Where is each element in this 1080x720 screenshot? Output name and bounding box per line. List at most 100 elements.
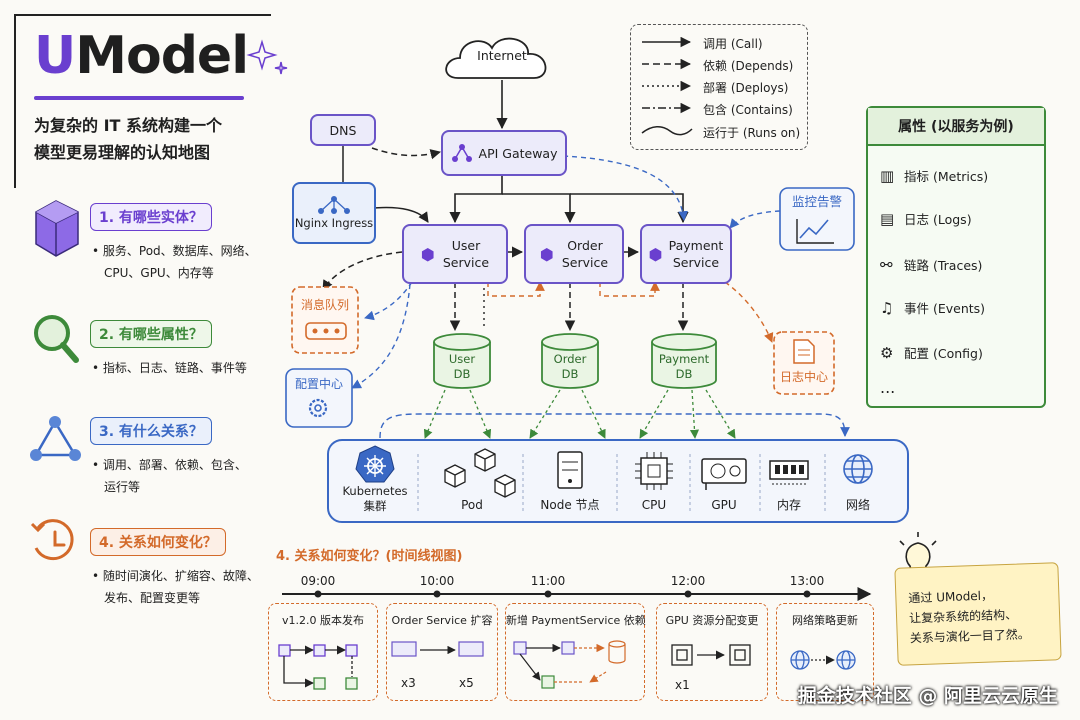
magnifier-icon	[34, 315, 79, 363]
question-4-desc-line2: 发布、配置变更等	[104, 591, 201, 605]
card3-dependency-sketch	[513, 640, 626, 689]
user-mq-blue-arrow	[364, 281, 413, 321]
time-1100: 11:00	[530, 574, 566, 588]
dns-gateway-arrow	[371, 147, 442, 160]
attr-logs: ▤日志 (Logs)	[880, 209, 972, 228]
question-2-desc-line1: • 指标、日志、链路、事件等	[92, 361, 247, 375]
tip-note: 通过 UModel， 让复杂系统的结构、 关系与演化一目了然。	[894, 562, 1062, 666]
question-1-desc-line1: • 服务、Pod、数据库、网络、	[92, 244, 257, 258]
infra-contains-arrow	[379, 413, 850, 439]
legend-runs-on: 运行于 (Runs on)	[703, 126, 801, 140]
log-center-label: 日志中心	[779, 370, 828, 384]
config-center-box	[285, 368, 353, 428]
attr-events-label: 事件 (Events)	[904, 301, 986, 316]
order-payment-depends-arrow	[599, 281, 660, 297]
server-node-icon	[557, 451, 583, 489]
legend-samples	[641, 36, 693, 136]
monitor-payment-arrow	[729, 210, 781, 229]
order-service-line1: Order	[567, 238, 603, 253]
cpu-chip-icon	[635, 452, 673, 490]
sparkle-icon	[246, 39, 288, 75]
timeline-card-dependency: 新增 PaymentService 依赖	[505, 603, 646, 701]
legend-deploys: 部署 (Deploys)	[703, 81, 789, 95]
subtitle: 为复杂的 IT 系统构建一个 模型更易理解的认知地图	[34, 112, 259, 166]
brand-underline	[34, 96, 244, 100]
tip-text: 通过 UModel， 让复杂系统的结构、 关系与演化一目了然。	[908, 583, 1056, 648]
order-service-line2: Service	[561, 255, 609, 270]
gpu-label: GPU	[711, 498, 737, 512]
network-label: 网络	[845, 498, 870, 512]
bar-chart-icon: ▥	[880, 166, 895, 185]
service-db-arrows	[449, 282, 689, 332]
scale-to: x5	[459, 676, 474, 690]
user-db-line1: User	[448, 352, 476, 366]
monitor-chart-icon	[796, 219, 834, 244]
document-icon: ▤	[880, 209, 895, 228]
globe-icon	[843, 454, 873, 484]
user-mq-arrow	[322, 251, 403, 291]
order-db-cylinder	[541, 333, 599, 389]
share-nodes-icon	[451, 144, 472, 162]
memory-stick-icon	[769, 460, 809, 485]
question-3-title: 3. 有什么关系？	[90, 417, 212, 445]
trace-icon: ⚯	[880, 255, 893, 274]
monitor-label: 监控告警	[791, 194, 842, 209]
tip-line3: 关系与演化一目了然。	[909, 627, 1030, 646]
user-service-line1: User	[451, 238, 481, 253]
legend-call: 调用 (Call)	[703, 37, 763, 51]
internet-cloud	[445, 37, 547, 79]
internet-label: Internet	[477, 48, 527, 63]
question-3-desc-line1: • 调用、部署、依赖、包含、	[92, 458, 247, 472]
question-1-desc-line2: CPU、GPU、内存等	[104, 266, 214, 280]
config-center-label: 配置中心	[294, 377, 343, 391]
scale-from: x3	[401, 676, 416, 690]
time-1200: 12:00	[670, 574, 706, 588]
watermark: 掘金技术社区 @ 阿里云云原生	[797, 685, 1058, 707]
attr-config: ⚙配置 (Config)	[880, 343, 983, 362]
timeline-card-gpu: GPU 资源分配变更 x1	[656, 603, 768, 701]
queue-icon	[305, 322, 347, 340]
cpu-label: CPU	[641, 498, 667, 512]
timeline-ticks	[314, 590, 811, 598]
question-4-desc: • 随时间演化、扩缩容、故障、发布、配置变更等	[92, 565, 259, 609]
user-config-arrow	[351, 283, 411, 389]
legend-depends: 依赖 (Depends)	[703, 59, 794, 73]
timeline-card-release: v1.2.0 版本发布	[268, 603, 378, 701]
card-dependency-title: 新增 PaymentService 依赖	[506, 614, 646, 627]
api-gateway-node: API Gateway	[441, 130, 567, 176]
order-db-line1: Order	[553, 352, 587, 366]
attr-more: ...	[880, 378, 896, 397]
subtitle-line-2: 模型更易理解的认知地图	[34, 143, 211, 162]
triangle-network-icon	[30, 416, 81, 461]
user-db-line2: DB	[453, 367, 471, 381]
payment-service-line1: Payment	[668, 238, 724, 253]
infra-box	[327, 439, 909, 523]
payment-db-cylinder	[651, 333, 717, 389]
card1-topology-sketch	[278, 644, 358, 690]
nginx-user-arrow	[373, 206, 429, 223]
gpu-count: x1	[675, 678, 690, 692]
attr-metrics: ▥指标 (Metrics)	[880, 166, 988, 185]
network-topology-icon	[318, 195, 350, 214]
clock-history-icon	[30, 519, 74, 561]
card-scale-title: Order Service 扩容	[391, 614, 493, 627]
dns-label: DNS	[329, 122, 357, 138]
card4-gpu-sketch	[671, 644, 751, 666]
order-service-cube-icon: ⬢	[539, 244, 554, 264]
gateway-fanout-arrows	[449, 174, 689, 224]
brand-title: UModel	[34, 26, 249, 86]
nginx-ingress-node: Nginx Ingress	[292, 182, 376, 244]
payment-db-line2: DB	[675, 367, 693, 381]
card-release-title: v1.2.0 版本发布	[282, 614, 364, 627]
time-1300: 13:00	[789, 574, 825, 588]
timeline-card-scale: Order Service 扩容 x3 x5	[386, 603, 498, 701]
payment-service-cube-icon: ⬢	[648, 244, 663, 264]
node-label: Node 节点	[540, 498, 600, 512]
